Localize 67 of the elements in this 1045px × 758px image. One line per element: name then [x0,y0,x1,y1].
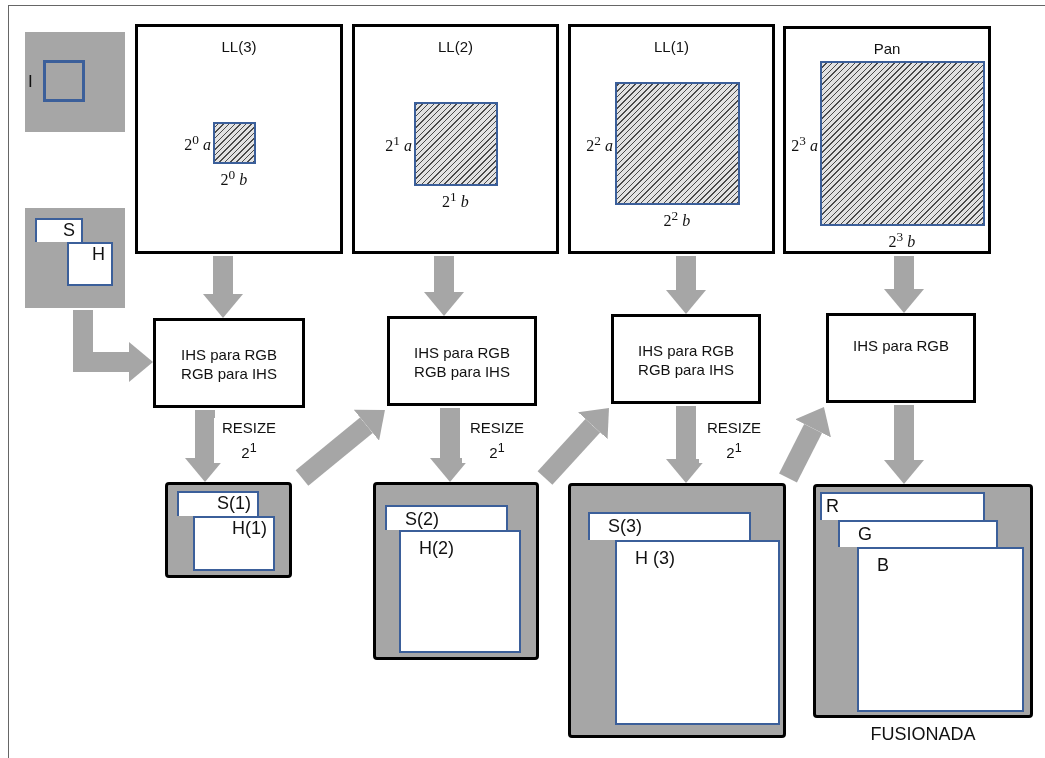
node-label: FUSIONADA [869,724,977,745]
process-box [826,313,976,403]
image-frame [352,24,559,254]
block-arrow [884,405,924,484]
layer-card [857,547,1024,712]
layer-stack-panel [813,484,1033,718]
node-label: H(2) [419,538,454,559]
layer-card [838,520,998,547]
block-arrow [203,256,243,318]
block-arrow [884,256,924,313]
hatched-square [615,82,740,205]
node-label: LL(2) [437,37,474,56]
node-label: IHS para RGB RGB para IHS [180,345,278,383]
layer-stack-panel [165,482,292,578]
layer-stack-panel [568,483,786,738]
layer-card [177,491,259,516]
node-label: IHS para RGB RGB para IHS [413,343,511,381]
node-label: Pan [872,39,902,58]
image-panel [25,208,125,308]
node-label: G [858,524,872,545]
node-label: H(1) [232,518,267,539]
layer-card [615,540,780,725]
block-arrow [295,409,385,486]
node-label: H (3) [635,548,675,569]
layer-stack-panel [373,482,539,660]
hatched-square [414,102,498,186]
hatched-square [820,61,985,226]
block-arrow [424,256,464,316]
block-arrow [666,256,706,314]
layer-card [67,242,113,286]
node-label: S(1) [217,493,251,514]
block-arrow [779,407,831,483]
layer-card [385,505,508,530]
process-box [611,314,761,404]
node-label: S [63,220,75,241]
dimension-label: 2$^{2}$ b [663,208,691,231]
layer-card [193,516,275,571]
node-label: I [28,72,33,91]
node-label: IHS para RGB RGB para IHS [637,341,735,379]
image-frame [135,24,343,254]
hatched-square [213,122,256,164]
node-label: LL(1) [653,37,690,56]
node-label: R [826,496,839,517]
block-arrow [73,310,153,382]
node-label: B [877,555,889,576]
layer-card [588,512,751,540]
image-frame [568,24,775,254]
dimension-label: 2$^{1}$ b [442,189,469,212]
layer-card [820,492,985,520]
dimension-label: 2$^{3}$ a [790,132,818,155]
image-panel [25,32,125,132]
node-label: H [92,244,105,265]
layer-card [399,530,521,653]
dimension-label: 2$^{3}$ b [888,229,916,252]
image-frame [783,26,991,254]
layer-card [35,218,83,242]
dimension-label: 2$^{0}$ a [183,132,211,155]
node-label: S(3) [608,516,642,537]
process-box [153,318,305,408]
node-label: LL(3) [220,37,258,56]
dimension-label: 2$^{1}$ a [384,133,412,156]
dimension-label: 2$^{0}$ b [220,167,248,190]
block-arrow [537,408,609,485]
node-label: S(2) [405,509,439,530]
process-box [387,316,537,406]
dimension-label: 2$^{2}$ a [585,132,613,155]
node-label: IHS para RGB [852,336,950,355]
